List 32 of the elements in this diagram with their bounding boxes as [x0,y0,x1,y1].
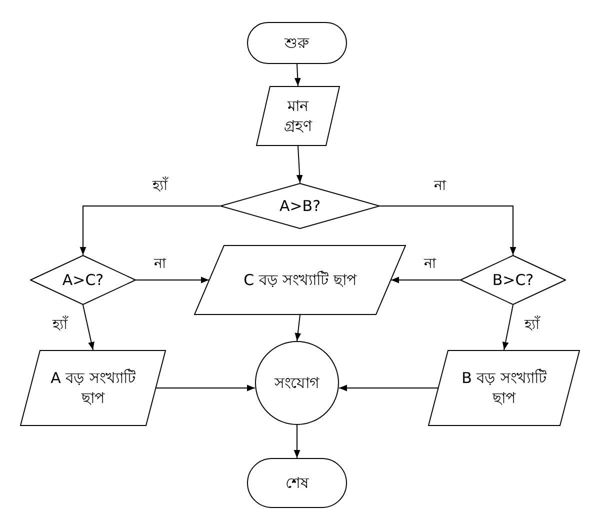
connector-circle [255,341,339,425]
arrow [294,64,301,86]
arrow [390,276,460,284]
arrow [136,276,210,284]
arrow [296,146,303,184]
io-parallelogram [256,86,340,146]
arrow [502,304,514,350]
node-text: C বড় সংখ্যাটি ছাপ [244,270,356,290]
node-text: B বড় সংখ্যাটি ছাপ [460,368,548,408]
arrow [294,314,302,342]
node-text: সংযোগ [274,373,320,393]
decision-diamond [220,183,380,229]
arrow [294,424,300,458]
io-parallelogram [428,350,580,426]
node-text: মান গ্রহণ [283,96,314,136]
arrow [380,206,516,256]
node-text: A বড় সংখ্যাটি ছাপ [50,368,137,408]
decision-diamond [460,255,566,305]
node-text: শেষ [286,473,308,493]
node-text: A>B? [279,196,321,216]
node-text: B>C? [492,270,534,290]
arrow [338,384,438,392]
node-text: A>C? [62,270,104,290]
io-parallelogram [20,350,166,426]
arrow [82,304,94,350]
decision-diamond [30,255,136,305]
arrow [80,206,220,256]
io-parallelogram [194,245,406,315]
node-text: শুরু [284,33,310,53]
arrow [156,384,256,392]
terminal-shape [247,458,347,508]
terminal-shape [247,22,347,64]
